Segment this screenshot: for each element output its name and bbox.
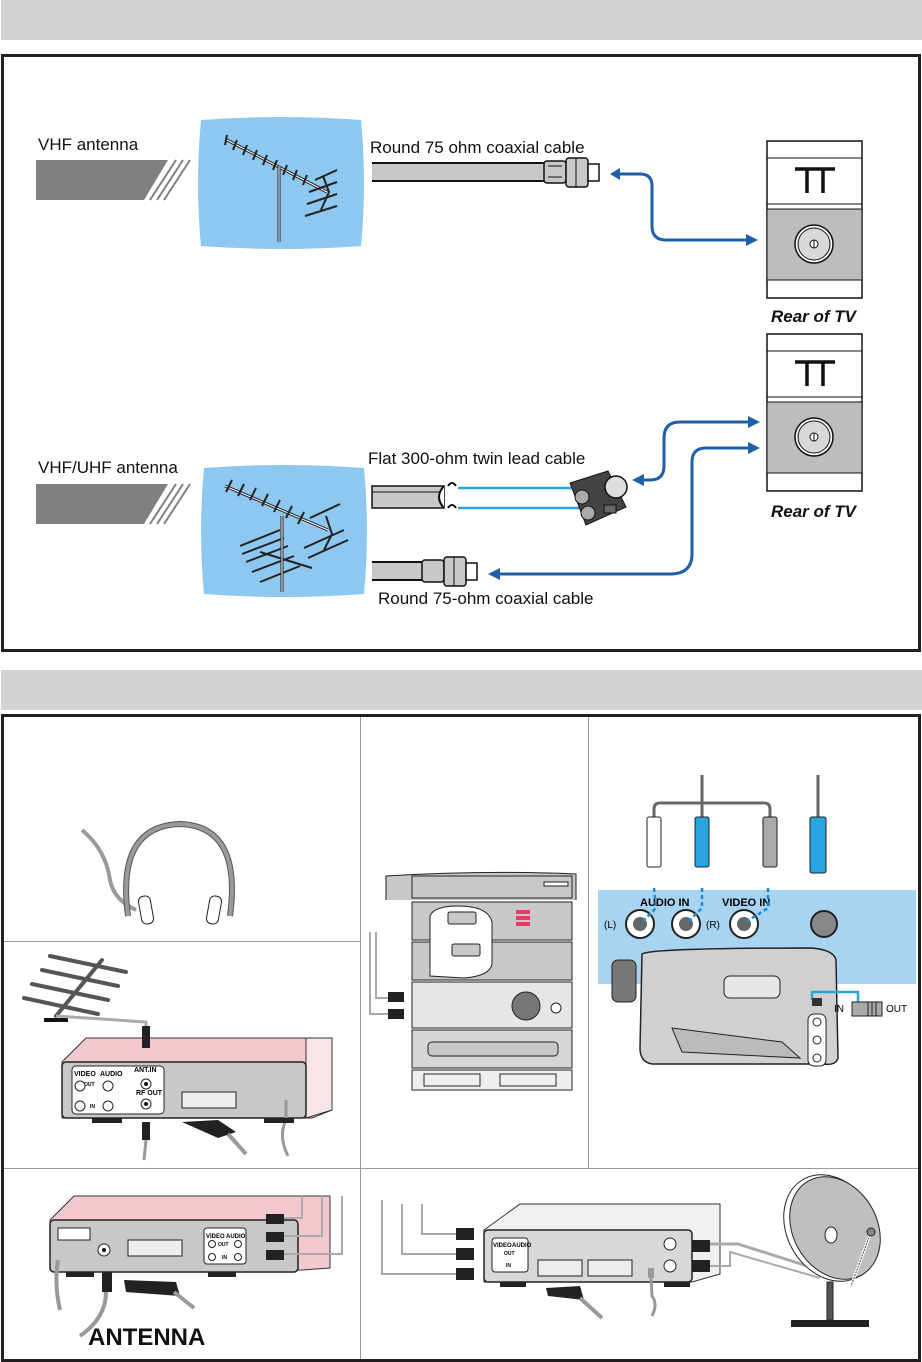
vcr-ant-in-label: ANT.IN bbox=[134, 1067, 157, 1074]
hifi-stereo-illustration bbox=[368, 872, 578, 1092]
camcorder-illustration: IN OUT bbox=[612, 948, 912, 1073]
vcr-antenna-illustration: VIDEO AUDIO ANT.IN RF OUT OUT IN bbox=[18, 950, 338, 1160]
video-in-label: VIDEO IN bbox=[722, 897, 770, 909]
section-header-band-1 bbox=[1, 0, 922, 40]
rear-of-tv-1 bbox=[767, 141, 863, 301]
sat-audio-label: AUDIO bbox=[512, 1243, 532, 1249]
grid-divider-vertical-1 bbox=[360, 717, 361, 1359]
vhf-antenna-illustration bbox=[197, 120, 365, 248]
vhf-coax-cable bbox=[372, 158, 612, 198]
vcr-video-label: VIDEO bbox=[74, 1071, 96, 1078]
vhf-antenna-arrow-shape bbox=[36, 160, 196, 205]
vhf-uhf-antenna-illustration bbox=[200, 468, 368, 598]
sat-video-label: VIDEO bbox=[493, 1243, 512, 1249]
vhf-uhf-antenna-arrow-shape bbox=[36, 484, 196, 529]
decoder-video-label: VIDEO bbox=[206, 1234, 225, 1240]
sat-in-label: IN bbox=[506, 1263, 511, 1269]
vcr-out-label: OUT bbox=[84, 1082, 95, 1088]
decoder-in-label: IN bbox=[222, 1255, 227, 1261]
grid-divider-vertical-2 bbox=[588, 717, 589, 1169]
vhf-uhf-connection-arrows bbox=[480, 410, 770, 580]
right-channel-label: (R) bbox=[706, 920, 720, 931]
headphones-illustration bbox=[70, 790, 250, 930]
rca-plugs-illustration bbox=[640, 775, 840, 885]
rear-of-tv-label-2: Rear of TV bbox=[771, 502, 856, 522]
vhf-antenna-label: VHF antenna bbox=[38, 136, 138, 153]
vhf-coax-cable-label: Round 75 ohm coaxial cable bbox=[370, 139, 585, 156]
rear-of-tv-label-1: Rear of TV bbox=[771, 307, 856, 327]
left-channel-label: (L) bbox=[604, 920, 616, 931]
switch-in-label: IN bbox=[834, 1004, 844, 1015]
antenna-label: ANTENNA bbox=[88, 1324, 205, 1352]
satellite-dish-illustration bbox=[775, 1168, 915, 1328]
round-coax-cable-label-2: Round 75-ohm coaxial cable bbox=[378, 590, 593, 607]
section-header-band-2 bbox=[1, 670, 922, 710]
decoder-audio-label: AUDIO bbox=[226, 1234, 246, 1240]
grid-divider-horizontal-left bbox=[4, 941, 360, 942]
sat-out-label: OUT bbox=[504, 1251, 515, 1257]
rear-of-tv-2 bbox=[767, 334, 863, 494]
vcr-in-label: IN bbox=[90, 1104, 95, 1110]
vhf-connection-arrow bbox=[600, 160, 760, 250]
switch-out-label: OUT bbox=[886, 1004, 907, 1015]
vcr-rf-out-label: RF OUT bbox=[136, 1090, 163, 1097]
decoder-out-label: OUT bbox=[218, 1242, 229, 1248]
audio-in-label: AUDIO IN bbox=[640, 897, 690, 909]
vcr-audio-label: AUDIO bbox=[100, 1071, 123, 1078]
vhf-uhf-antenna-label: VHF/UHF antenna bbox=[38, 459, 178, 476]
